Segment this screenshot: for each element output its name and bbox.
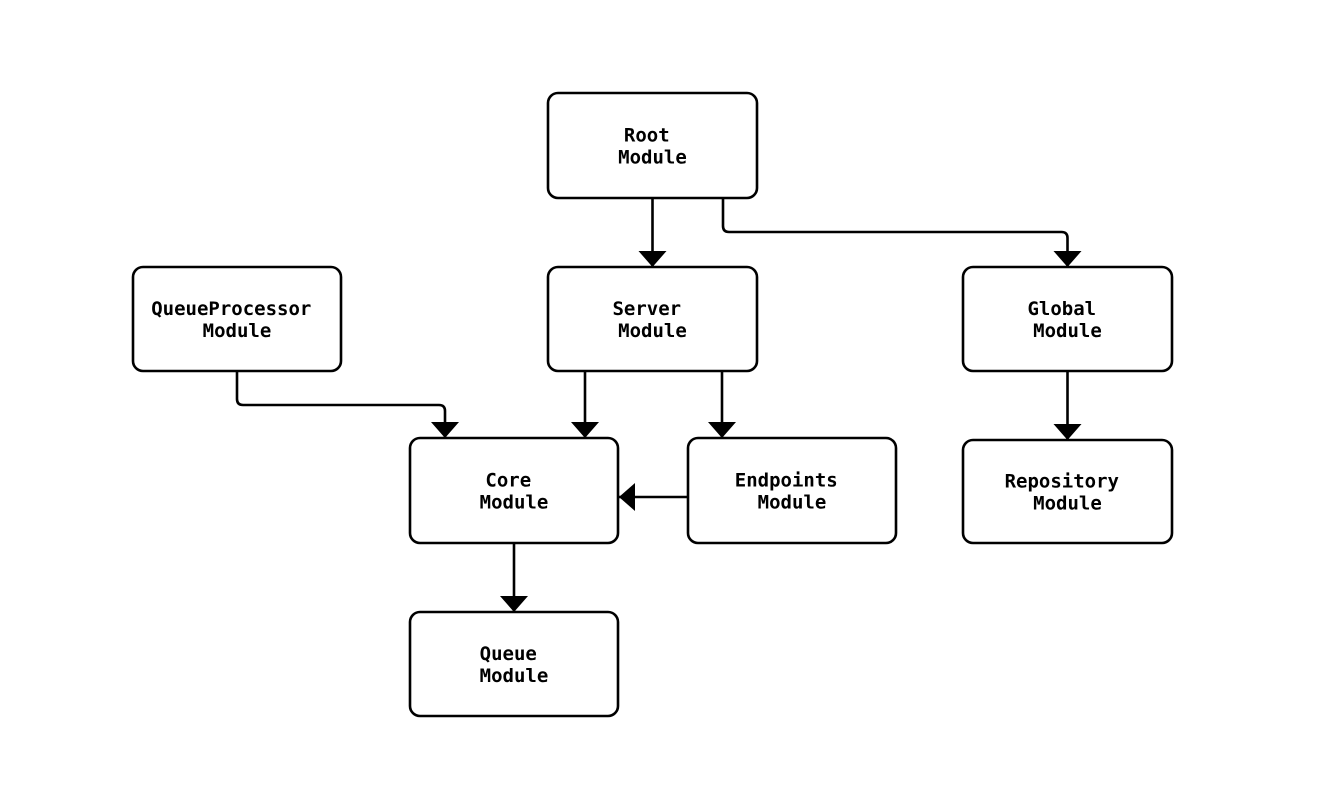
root-module-label: Root Module <box>618 125 687 169</box>
edge-queueprocessor-to-core <box>235 371 459 438</box>
queueprocessor-module-label: QueueProcessor Module <box>151 298 323 342</box>
edge-root-to-global <box>721 198 1082 267</box>
node-repository-module: Repository Module <box>961 438 1174 545</box>
node-core-module: Core Module <box>408 436 620 545</box>
queue-module-box <box>408 610 620 718</box>
node-layer: Root Module QueueProcessor Module Server… <box>131 91 1174 718</box>
node-global-module: Global Module <box>961 265 1174 373</box>
core-module-label: Core Module <box>480 470 549 514</box>
server-module-label: Server Module <box>612 298 692 342</box>
server-module-box <box>546 265 759 373</box>
global-module-box <box>961 265 1174 373</box>
endpoints-module-box <box>686 436 898 545</box>
root-module-box <box>546 91 759 200</box>
node-queue-module: Queue Module <box>408 610 620 718</box>
node-server-module: Server Module <box>546 265 759 373</box>
queueprocessor-module-box <box>131 265 343 373</box>
global-module-label: Global Module <box>1027 298 1107 342</box>
node-root-module: Root Module <box>546 91 759 200</box>
core-module-box <box>408 436 620 545</box>
edge-layer <box>235 198 1082 612</box>
endpoints-module-label: Endpoints Module <box>735 470 849 514</box>
node-queueprocessor-module: QueueProcessor Module <box>131 265 343 373</box>
repository-module-label: Repository Module <box>1005 471 1131 515</box>
node-endpoints-module: Endpoints Module <box>686 436 898 545</box>
repository-module-box <box>961 438 1174 545</box>
queue-module-label: Queue Module <box>480 643 549 687</box>
